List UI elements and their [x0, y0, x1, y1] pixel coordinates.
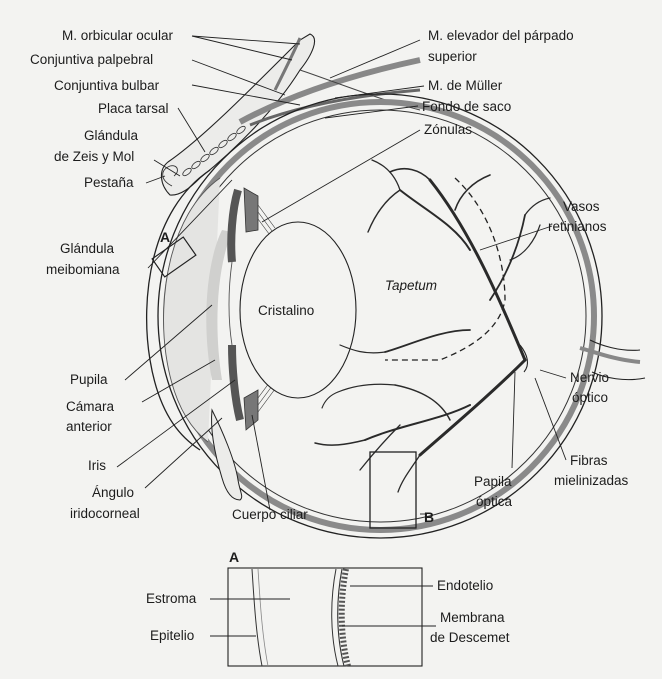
inset-label-membrana-2: de Descemet: [430, 630, 510, 645]
label-papila-1: Papila: [474, 474, 512, 489]
ciliary-body-lower: [244, 390, 258, 430]
iris-lower: [232, 345, 240, 420]
label-cristalino: Cristalino: [258, 303, 314, 318]
label-angulo-2: iridocorneal: [70, 506, 140, 521]
retina-inner: [174, 110, 586, 522]
inset-label-endotelio: Endotelio: [437, 578, 493, 593]
inset-label-estroma: Estroma: [146, 591, 197, 606]
label-glandula-zeis-1: Glándula: [84, 128, 139, 143]
pupil-edge: [229, 262, 232, 345]
label-cuerpo-ciliar: Cuerpo ciliar: [232, 507, 308, 522]
label-conj-bulbar: Conjuntiva bulbar: [54, 78, 160, 93]
label-pestana: Pestaña: [84, 175, 134, 190]
label-nervio-2: óptico: [572, 390, 608, 405]
labels-right: M. elevador del párpado superior M. de M…: [422, 28, 629, 525]
inset-a-frame: [228, 568, 422, 666]
label-tapetum: Tapetum: [385, 278, 437, 293]
label-conj-palpebral: Conjuntiva palpebral: [30, 52, 153, 67]
label-orbicular: M. orbicular ocular: [62, 28, 174, 43]
inset-a: A Estroma Epitelio Endotelio Membrana de…: [146, 549, 510, 666]
label-fondo-saco: Fondo de saco: [422, 99, 511, 114]
label-papila-2: óptica: [476, 494, 513, 509]
label-meibomiana-1: Glándula: [60, 241, 115, 256]
label-meibomiana-2: meibomiana: [46, 262, 120, 277]
detail-box-b: [370, 452, 416, 528]
label-elevador-1: M. elevador del párpado: [428, 28, 574, 43]
inset-a-title: A: [229, 549, 239, 565]
label-camara-2: anterior: [66, 419, 112, 434]
inset-label-membrana-1: Membrana: [440, 610, 505, 625]
upper-eyelid: [161, 34, 420, 195]
label-placa-tarsal: Placa tarsal: [98, 101, 169, 116]
label-box-a: A: [160, 229, 170, 245]
label-angulo-1: Ángulo: [92, 485, 134, 500]
label-fibras-2: mielinizadas: [554, 473, 629, 488]
inset-label-epitelio: Epitelio: [150, 628, 194, 643]
label-box-b: B: [424, 509, 434, 525]
label-nervio-1: Nervio: [570, 370, 609, 385]
label-zonulas: Zónulas: [424, 122, 472, 137]
label-fibras-1: Fibras: [570, 453, 608, 468]
ciliary-body-upper: [244, 188, 258, 232]
label-elevador-2: superior: [428, 49, 477, 64]
label-glandula-zeis-2: de Zeis y Mol: [54, 149, 134, 164]
label-muller: M. de Müller: [428, 78, 503, 93]
iris-upper: [231, 190, 238, 262]
label-pupila: Pupila: [70, 372, 108, 387]
label-vasos-2: retinianos: [548, 219, 607, 234]
label-vasos-1: Vasos: [563, 199, 600, 214]
label-camara-1: Cámara: [66, 399, 115, 414]
label-iris: Iris: [88, 458, 106, 473]
